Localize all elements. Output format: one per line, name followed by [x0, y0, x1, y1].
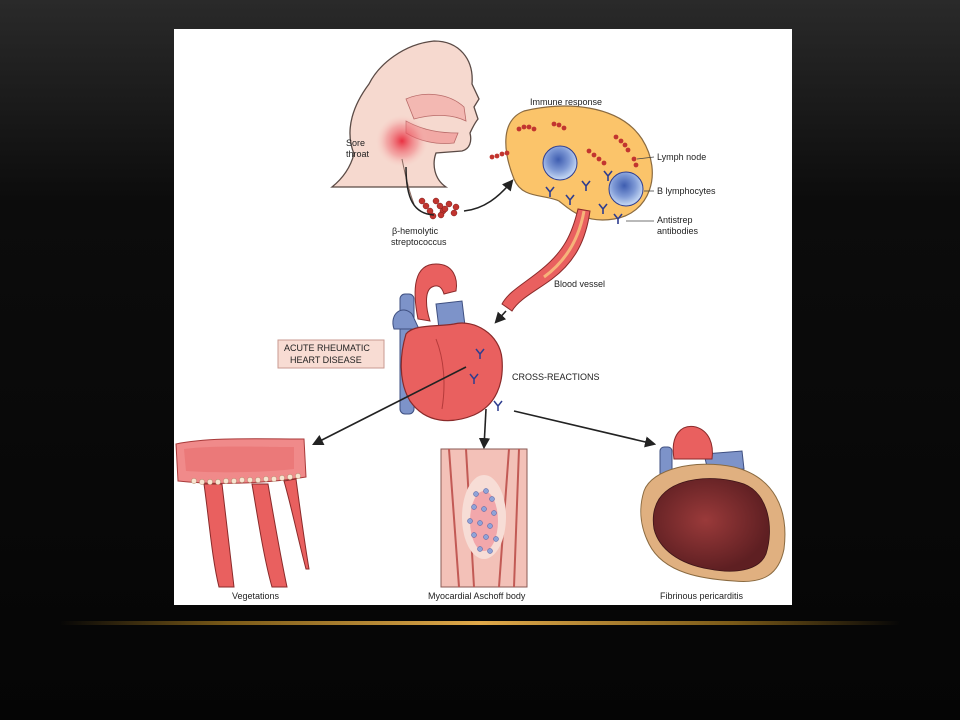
arrow-to-aschoff [478, 408, 491, 450]
lymph-node-label: Lymph node [657, 152, 706, 162]
sore-throat-label-line1: Sore [346, 138, 365, 148]
throat-to-strep-line [405, 166, 435, 216]
aschoff-body [440, 448, 528, 588]
b-lymphocyte-1 [542, 145, 578, 181]
arrow-to-vegetations [312, 366, 467, 446]
disease-label-line2: HEART DISEASE [290, 355, 362, 365]
sore-throat-label-line2: throat [346, 149, 370, 159]
vegetations-label: Vegetations [232, 591, 280, 601]
strep-chains-in-node [489, 121, 639, 168]
strep-label-line1: β-hemolytic [392, 226, 439, 236]
disease-label-line1: ACUTE RHEUMATIC [284, 343, 370, 353]
arrow-to-heart [494, 310, 507, 324]
diagram-panel: Sore throat β-hemolytic streptococcus Im… [174, 29, 792, 605]
antibodies-in-node [545, 170, 623, 224]
aschoff-label: Myocardial Aschoff body [428, 591, 526, 601]
streptococcus-bacteria [418, 197, 460, 220]
pericarditis-label: Fibrinous pericarditis [660, 591, 744, 601]
antistrep-label-line1: Antistrep [657, 215, 693, 225]
lymph-node-pointer [636, 156, 655, 160]
pericarditis-heart [640, 425, 786, 583]
arrow-to-lymph-node [463, 179, 514, 212]
valve-vegetations [175, 438, 310, 588]
disease-box [277, 339, 385, 369]
heart [392, 263, 503, 422]
blood-vessel [501, 208, 591, 312]
arrow-to-pericarditis [513, 410, 657, 448]
rheumatic-fever-diagram: Sore throat β-hemolytic streptococcus Im… [175, 40, 786, 601]
cross-reactions-label: CROSS-REACTIONS [512, 372, 600, 382]
head-profile [330, 40, 480, 205]
b-lymphocytes-label: B lymphocytes [657, 186, 716, 196]
antistrep-label-line2: antibodies [657, 226, 699, 236]
gold-divider [60, 621, 900, 625]
strep-label-line2: streptococcus [391, 237, 447, 247]
blood-vessel-label: Blood vessel [554, 279, 605, 289]
b-lymphocyte-2 [608, 171, 644, 207]
immune-response-label: Immune response [530, 97, 602, 107]
